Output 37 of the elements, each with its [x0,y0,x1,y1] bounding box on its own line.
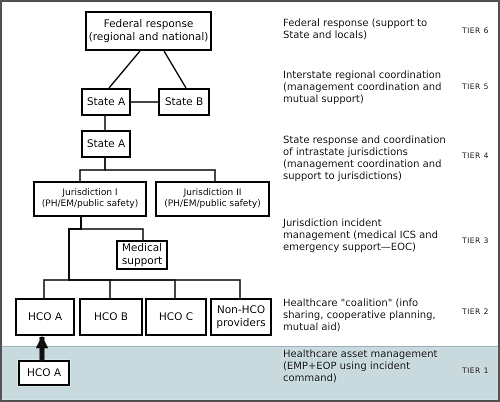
org-box [33,181,147,217]
box-label: Jurisdiction I (PH/EM/public safety) [40,188,140,210]
box-label: HCO B [94,310,128,324]
org-box [81,88,131,116]
org-box [155,181,270,217]
connector-line [131,101,158,103]
box-label: HCO A [26,366,61,380]
org-box [116,240,168,270]
connector-line [163,50,187,88]
tier-description: State response and coordination of intrastate jurisdictions (management coordination and support to jurisdictions) [283,135,447,183]
org-box [85,11,212,51]
connector-line [104,158,216,181]
org-box [79,298,143,336]
tier-description: Healthcare "coalition" (info sharing, cooperative planning, mutual aid) [283,298,437,334]
connector-line [68,217,241,298]
box-label: HCO A [28,310,62,324]
org-box [210,298,272,336]
connector-line [104,116,106,130]
box-label: State A [86,96,126,108]
box-label: State B [164,96,204,108]
org-box [18,360,70,386]
tier-description: Federal response (support to State and locals) [283,18,428,42]
box-label: Non-HCO providers [215,304,267,330]
tier-description: Interstate regional coordination (management coordination and mutual support) [283,70,442,106]
connector-line [108,50,141,88]
box-label: Federal response (regional and national) [88,18,209,44]
org-box [15,298,75,336]
tier-description: Healthcare asset management (EMP+EOP using incident command) [283,349,438,385]
box-label: Jurisdiction II (PH/EM/public safety) [163,188,262,210]
org-box [145,298,207,336]
box-label: State A [86,138,126,150]
tier-description: Jurisdiction incident management (medical ICS and emergency support—EOC) [283,218,438,254]
box-label: HCO C [158,310,194,324]
org-box [81,130,131,158]
arrow [36,336,48,360]
org-box [158,88,210,116]
box-label: Medical support [120,242,164,268]
